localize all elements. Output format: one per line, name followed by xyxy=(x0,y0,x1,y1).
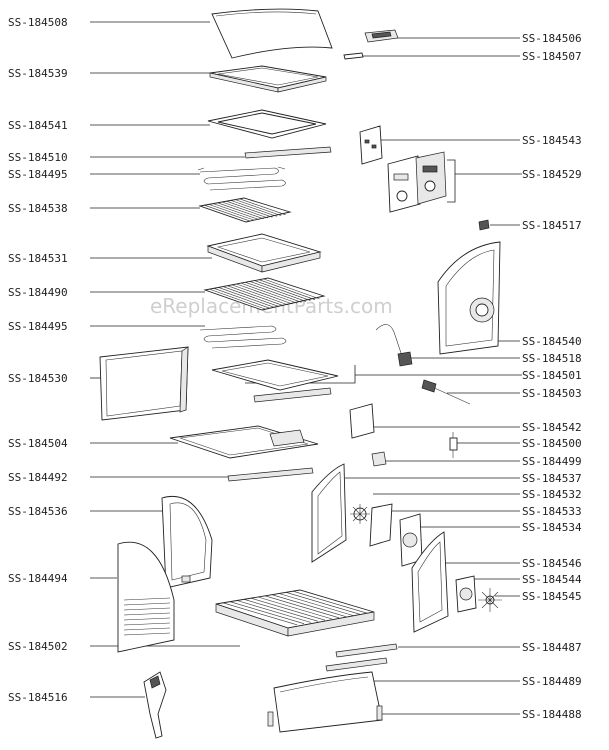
part-baking-pan xyxy=(206,233,322,273)
part-bottom-chassis xyxy=(215,589,375,637)
part-fan-small xyxy=(350,504,370,524)
part-label: SS-184533 xyxy=(522,505,582,518)
part-inner-wall-right xyxy=(311,463,347,563)
part-side-housing xyxy=(437,241,501,355)
part-grill-rack-upper xyxy=(198,197,292,223)
part-label: SS-184540 xyxy=(522,335,582,348)
part-front-door xyxy=(273,671,383,733)
part-label: SS-184503 xyxy=(522,387,582,400)
part-label: SS-184543 xyxy=(522,134,582,147)
part-label: SS-184534 xyxy=(522,521,582,534)
part-label: SS-184508 xyxy=(8,16,68,29)
part-label: SS-184500 xyxy=(522,437,582,450)
part-label: SS-184546 xyxy=(522,557,582,570)
part-label: SS-184544 xyxy=(522,573,582,586)
part-door-rods xyxy=(325,643,398,672)
part-label: SS-184487 xyxy=(522,641,582,654)
part-fan-housing xyxy=(399,513,423,567)
part-label: SS-184531 xyxy=(8,252,68,265)
part-thermo-probe xyxy=(421,379,471,405)
part-handle xyxy=(343,29,399,60)
part-strip xyxy=(244,146,332,159)
part-frame xyxy=(207,109,327,139)
part-hinges xyxy=(267,705,383,727)
part-label: SS-184495 xyxy=(8,168,68,181)
part-label: SS-184489 xyxy=(522,675,582,688)
part-fuse xyxy=(449,432,458,458)
part-base-frame xyxy=(169,425,319,459)
part-label: SS-184507 xyxy=(522,50,582,63)
part-label: SS-184488 xyxy=(522,708,582,721)
part-side-panel-inner xyxy=(161,496,213,589)
part-label: SS-184499 xyxy=(522,455,582,468)
part-rod xyxy=(227,467,314,482)
part-label: SS-184538 xyxy=(8,202,68,215)
part-label: SS-184495 xyxy=(8,320,68,333)
part-label: SS-184545 xyxy=(522,590,582,603)
part-label: SS-184492 xyxy=(8,471,68,484)
part-wire-rack xyxy=(203,277,326,311)
part-label: SS-184530 xyxy=(8,372,68,385)
part-label: SS-184510 xyxy=(8,151,68,164)
part-control-panel xyxy=(387,151,447,213)
part-side-cover-right xyxy=(411,531,449,633)
part-label: SS-184502 xyxy=(8,640,68,653)
part-label: SS-184494 xyxy=(8,572,68,585)
part-fan xyxy=(478,588,502,612)
part-knob xyxy=(478,219,490,231)
part-control-board xyxy=(359,125,383,165)
part-power-cord xyxy=(375,324,413,367)
part-label: SS-184490 xyxy=(8,286,68,299)
part-label: SS-184501 xyxy=(522,369,582,382)
part-crumb-tool xyxy=(143,671,167,739)
part-label: SS-184517 xyxy=(522,219,582,232)
part-label: SS-184506 xyxy=(522,32,582,45)
part-label: SS-184536 xyxy=(8,505,68,518)
part-label: SS-184516 xyxy=(8,691,68,704)
part-heating-element-lower xyxy=(199,325,287,349)
part-crumb-tray xyxy=(209,65,327,93)
part-label: SS-184541 xyxy=(8,119,68,132)
part-label: SS-184532 xyxy=(522,488,582,501)
part-side-panel-outer xyxy=(117,541,175,653)
part-heating-element-upper xyxy=(197,166,286,191)
part-lower-tray xyxy=(211,359,339,403)
part-motor xyxy=(455,575,477,613)
part-circuit-board xyxy=(349,403,375,439)
part-label: SS-184539 xyxy=(8,67,68,80)
part-label: SS-184504 xyxy=(8,437,68,450)
leader-lines xyxy=(90,21,520,715)
part-label: SS-184537 xyxy=(522,472,582,485)
part-labels: SS-184508SS-184539SS-184541SS-184510SS-1… xyxy=(8,16,582,721)
part-switch xyxy=(371,451,387,467)
part-gasket xyxy=(369,503,393,547)
part-label: SS-184529 xyxy=(522,168,582,181)
part-label: SS-184542 xyxy=(522,421,582,434)
part-top-cover xyxy=(211,8,333,59)
part-label: SS-184518 xyxy=(522,352,582,365)
part-door xyxy=(99,346,189,421)
